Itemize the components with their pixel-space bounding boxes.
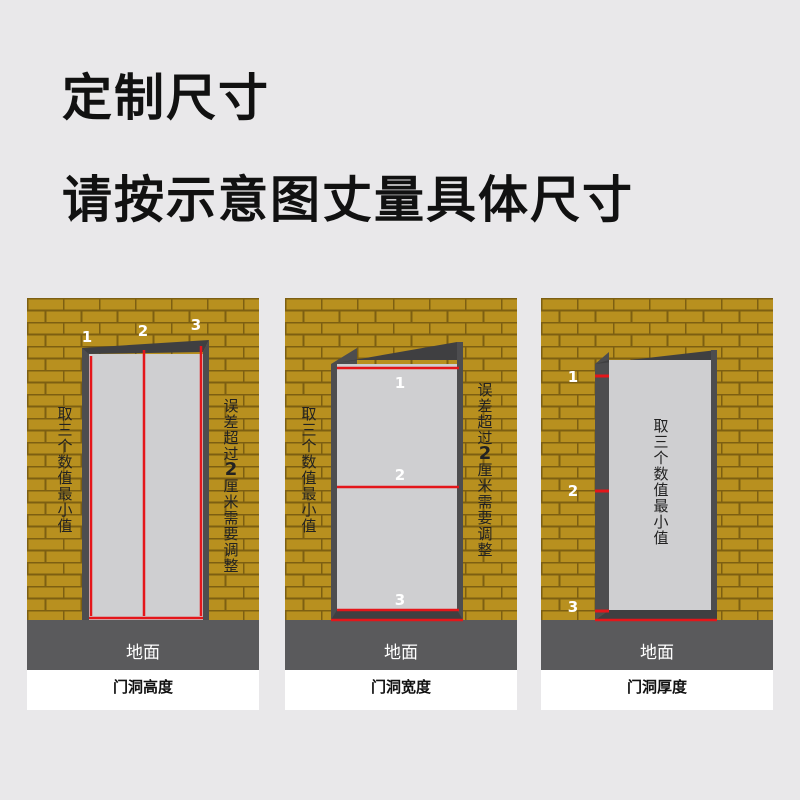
door-frame-left [595,352,609,620]
floor-label: 地面 [384,643,418,663]
panel-caption: 门洞厚度 [626,678,687,696]
note-min-value: 取三个数值最小值 [57,405,73,535]
panel-caption: 门洞宽度 [370,678,431,696]
marker-2: 2 [137,322,149,340]
door-frame-top [82,340,209,354]
floor [285,620,517,670]
note-error-tolerance: 误差超过2厘米需要调整 [223,397,239,575]
marker-1: 1 [394,374,406,392]
page-subtitle: 请按示意图丈量具体尺寸 [62,171,634,229]
depth-diagram-panel: 1 2 3 取三个数值最小值 地面 门洞厚度 [541,298,773,710]
door-frame-right [203,340,209,620]
marker-2: 2 [394,466,406,484]
note-min-value: 取三个数值最小值 [653,417,669,547]
depth-diagram [541,298,773,710]
marker-2: 2 [567,482,579,500]
door-opening [89,354,203,620]
door-frame-top [331,342,457,364]
note-min-value: 取三个数值最小值 [301,405,317,535]
threshold [595,610,717,620]
floor-label: 地面 [126,643,160,663]
door-opening [609,360,711,620]
height-diagram-panel: 1 2 3 取三个数值最小值 误差超过2厘米需要调整 地面 门洞高度 [27,298,259,710]
height-diagram [27,298,259,710]
width-diagram-panel: 1 2 3 取三个数值最小值 误差超过2厘米需要调整 地面 门洞宽度 [285,298,517,710]
threshold [331,610,463,620]
door-opening [337,364,457,620]
panel-caption: 门洞高度 [112,678,173,696]
marker-3: 3 [567,598,579,616]
door-frame-right [457,342,463,620]
marker-3: 3 [190,316,202,334]
note-error-tolerance: 误差超过2厘米需要调整 [477,381,493,559]
width-diagram [285,298,517,710]
caption-bar [285,670,517,710]
caption-bar [541,670,773,710]
marker-1: 1 [81,328,93,346]
caption-bar [27,670,259,710]
floor [541,620,773,670]
door-frame-right [711,350,717,620]
floor-label: 地面 [640,643,674,663]
floor [27,620,259,670]
door-frame-left [82,348,89,620]
page-title: 定制尺寸 [62,69,270,127]
marker-1: 1 [567,368,579,386]
marker-3: 3 [394,591,406,609]
